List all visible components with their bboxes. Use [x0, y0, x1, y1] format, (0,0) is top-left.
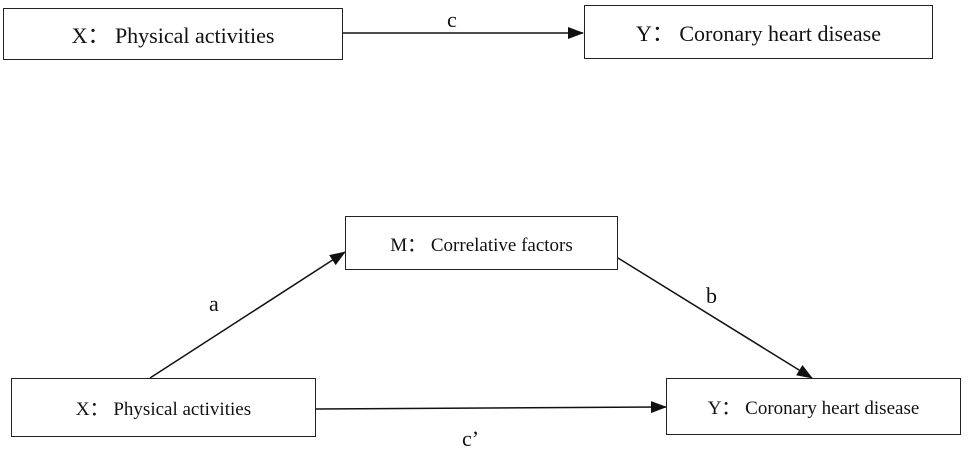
top-x-label: X： Physical activities	[71, 23, 275, 48]
path-c-label: c	[447, 7, 457, 32]
arrow-a	[149, 251, 346, 379]
top-y-label: Y： Coronary heart disease	[636, 21, 881, 46]
mediator-label: M： Correlative factors	[390, 234, 573, 256]
bottom-y-label: Y： Coronary heart disease	[707, 398, 920, 419]
path-c-prime-label: c’	[462, 426, 480, 451]
top-y-box: Y： Coronary heart disease	[584, 5, 933, 59]
bottom-y-box: Y： Coronary heart disease	[666, 378, 961, 435]
bottom-x-box: X： Physical activities	[11, 378, 316, 437]
path-b-label: b	[706, 283, 717, 308]
top-x-box: X： Physical activities	[3, 8, 343, 60]
arrow-b	[617, 257, 813, 379]
bottom-x-label: X： Physical activities	[75, 399, 252, 420]
path-a-label: a	[209, 291, 219, 316]
mediator-box: M： Correlative factors	[345, 216, 618, 270]
arrow-c-prime	[315, 401, 667, 414]
